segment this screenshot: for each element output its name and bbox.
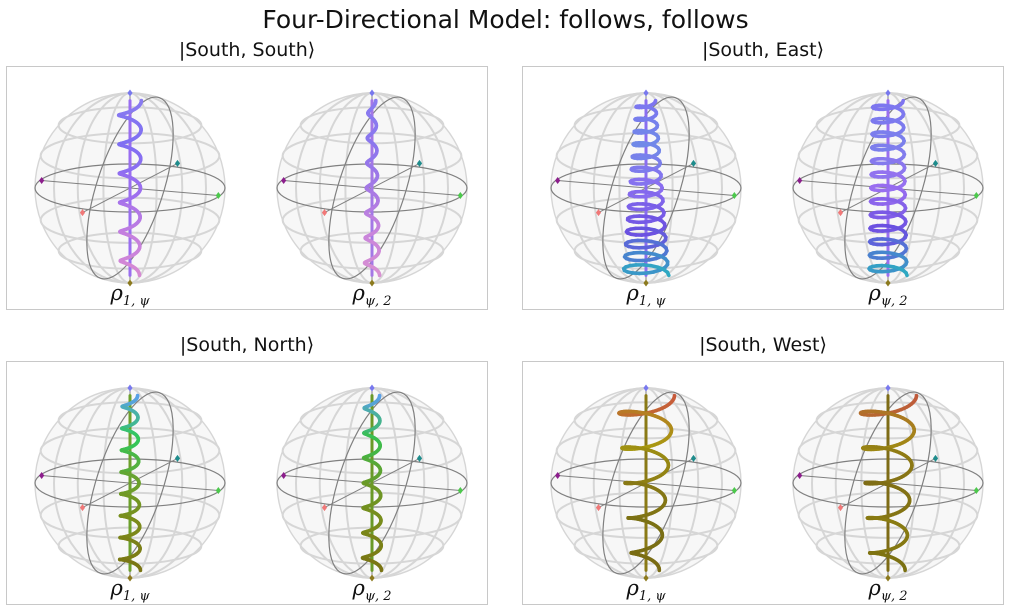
x-plus-marker bbox=[79, 504, 86, 512]
x-minus-marker bbox=[416, 454, 423, 462]
y-plus-marker bbox=[215, 487, 221, 495]
bloch-sphere-south-west-rho2 bbox=[792, 384, 984, 582]
trajectory-segment bbox=[904, 271, 909, 278]
z-minus-marker bbox=[369, 279, 375, 287]
sphere-label-south-east-rho1: ρ1, ψ bbox=[626, 281, 666, 310]
meridian-line bbox=[328, 96, 416, 280]
sphere-label-south-east-rho2: ρψ, 2 bbox=[868, 281, 908, 310]
x-minus-marker bbox=[932, 159, 939, 167]
z-minus-marker bbox=[643, 279, 649, 287]
bloch-sphere-south-west-rho1 bbox=[550, 384, 742, 582]
x-plus-marker bbox=[321, 209, 328, 217]
x-minus-marker bbox=[174, 159, 181, 167]
meridian-line bbox=[844, 96, 932, 280]
bloch-sphere-south-east-rho1 bbox=[550, 89, 742, 287]
bloch-sphere-south-east-rho2 bbox=[792, 89, 984, 287]
z-plus-marker bbox=[369, 89, 375, 97]
z-minus-marker bbox=[643, 574, 649, 582]
z-plus-marker bbox=[369, 384, 375, 392]
y-plus-marker bbox=[215, 192, 221, 200]
x-plus-marker bbox=[837, 504, 844, 512]
z-minus-marker bbox=[369, 574, 375, 582]
meridian-line bbox=[328, 391, 416, 575]
z-minus-marker bbox=[885, 574, 891, 582]
bloch-sphere-south-south-rho2 bbox=[276, 89, 468, 287]
x-minus-marker bbox=[932, 454, 939, 462]
x-minus-marker bbox=[174, 454, 181, 462]
x-minus-marker bbox=[416, 159, 423, 167]
figure-title: Four-Directional Model: follows, follows bbox=[262, 5, 749, 34]
panel-title-south-south: |South, South⟩ bbox=[178, 39, 316, 61]
panel-title-south-west: |South, West⟩ bbox=[699, 334, 827, 356]
panel-title-south-east: |South, East⟩ bbox=[701, 39, 825, 61]
x-plus-marker bbox=[837, 209, 844, 217]
meridian-line bbox=[602, 96, 690, 280]
trajectory-segment bbox=[665, 270, 671, 278]
z-plus-marker bbox=[643, 384, 649, 392]
x-plus-marker bbox=[595, 504, 602, 512]
sphere-label-south-south-rho1: ρ1, ψ bbox=[110, 281, 150, 310]
meridian-line bbox=[844, 391, 932, 575]
sphere-label-south-west-rho1: ρ1, ψ bbox=[626, 576, 666, 605]
bloch-sphere-south-north-rho2 bbox=[276, 384, 468, 582]
z-plus-marker bbox=[885, 89, 891, 97]
x-plus-marker bbox=[595, 209, 602, 217]
sphere-label-south-south-rho2: ρψ, 2 bbox=[352, 281, 392, 310]
bloch-sphere-south-south-rho1 bbox=[34, 89, 226, 287]
z-plus-marker bbox=[643, 89, 649, 97]
sphere-label-south-west-rho2: ρψ, 2 bbox=[868, 576, 908, 605]
x-minus-marker bbox=[690, 159, 697, 167]
x-minus-marker bbox=[690, 454, 697, 462]
meridian-line bbox=[602, 391, 690, 575]
sphere-label-south-north-rho1: ρ1, ψ bbox=[110, 576, 150, 605]
x-plus-marker bbox=[79, 209, 86, 217]
sphere-label-south-north-rho2: ρψ, 2 bbox=[352, 576, 392, 605]
z-plus-marker bbox=[885, 384, 891, 392]
bloch-sphere-south-north-rho1 bbox=[34, 384, 226, 582]
x-plus-marker bbox=[321, 504, 328, 512]
z-minus-marker bbox=[885, 279, 891, 287]
panel-title-south-north: |South, North⟩ bbox=[179, 334, 315, 356]
